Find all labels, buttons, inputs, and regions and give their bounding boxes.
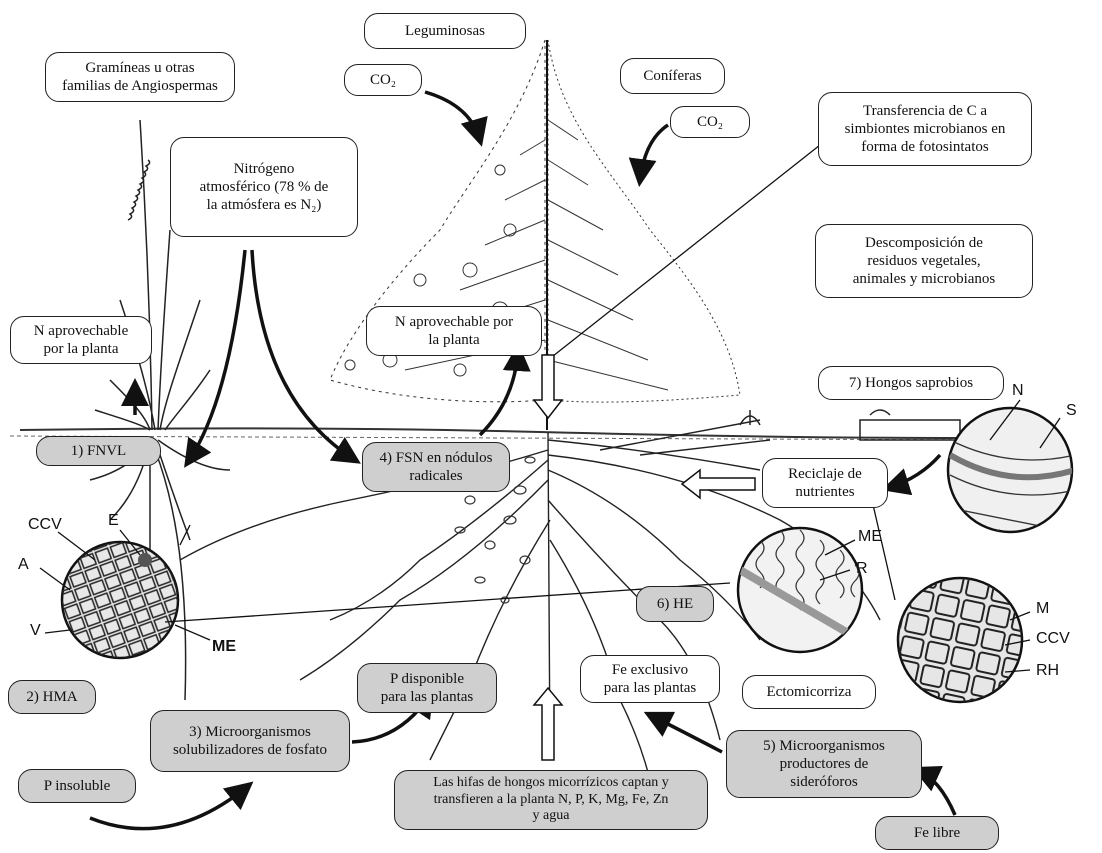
- hifas-box: Las hifas de hongos micorrízicos captan …: [394, 770, 708, 830]
- tree-canopy: [330, 40, 740, 430]
- label-n: N: [1012, 382, 1024, 400]
- label-v: V: [30, 622, 41, 640]
- label-me-left: ME: [212, 638, 236, 656]
- fallen-log: [740, 410, 960, 440]
- n-aprovechable-center-box: N aprovechable por la planta: [366, 306, 542, 356]
- coniferas-box: Coníferas: [620, 58, 725, 94]
- ectomicorriza-box: Ectomicorriza: [742, 675, 876, 709]
- magnified-root-left: [43, 523, 197, 677]
- co2-right-box: CO₂: [670, 106, 750, 138]
- reciclaje-box: Reciclaje de nutrientes: [762, 458, 888, 508]
- descomposicion-box: Descomposición de residuos vegetales, an…: [815, 224, 1033, 298]
- label-m: M: [1036, 600, 1049, 618]
- gramineas-box: Gramíneas u otras familias de Angiosperm…: [45, 52, 235, 102]
- fe-libre-box: Fe libre: [875, 816, 999, 850]
- label-a: A: [18, 556, 29, 574]
- transferencia-box: Transferencia de C a simbiontes microbia…: [818, 92, 1032, 166]
- label-ccv-left: CCV: [28, 516, 62, 534]
- microorganismos-fosfato-box: 3) Microorganismos solubilizadores de fo…: [150, 710, 350, 772]
- label-e: E: [108, 512, 119, 530]
- microorganismos-sideroforos-box: 5) Microorganismos productores de sideró…: [726, 730, 922, 798]
- fe-exclusivo-box: Fe exclusivo para las plantas: [580, 655, 720, 703]
- magnified-root-cells-right: [895, 575, 1025, 705]
- label-me-right: ME: [858, 528, 882, 546]
- magnified-saprobe: [948, 408, 1075, 532]
- label-rh: RH: [1036, 662, 1059, 680]
- co2-left-box: CO₂: [344, 64, 422, 96]
- fsn-box: 4) FSN en nódulos radicales: [362, 442, 510, 492]
- soil-surface: [10, 428, 1000, 440]
- hongos-saprobios-box: 7) Hongos saprobios: [818, 366, 1004, 400]
- n-aprovechable-left-box: N aprovechable por la planta: [10, 316, 152, 364]
- p-disponible-box: P disponible para las plantas: [357, 663, 497, 713]
- label-s: S: [1066, 402, 1077, 420]
- hma-box: 2) HMA: [8, 680, 96, 714]
- label-r: R: [856, 560, 868, 578]
- he-box: 6) HE: [636, 586, 714, 622]
- fnvl-box: 1) FNVL: [36, 436, 161, 466]
- label-ccv-right: CCV: [1036, 630, 1070, 648]
- leguminosas-box: Leguminosas: [364, 13, 526, 49]
- nitrogeno-box: Nitrógeno atmosférico (78 % de la atmósf…: [170, 137, 358, 237]
- p-insoluble-box: P insoluble: [18, 769, 136, 803]
- magnified-ectomycorrhiza: [738, 528, 862, 652]
